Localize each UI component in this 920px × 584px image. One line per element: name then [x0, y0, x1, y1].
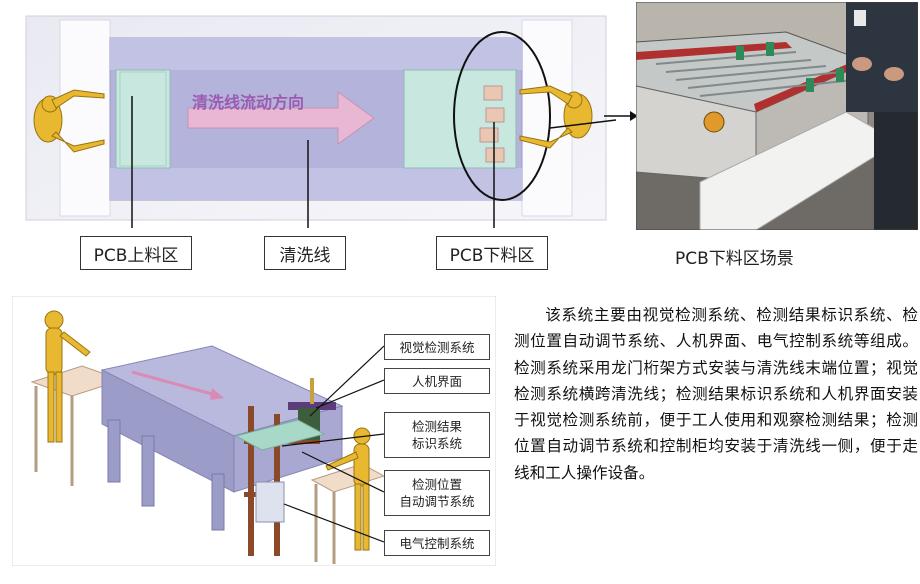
label-vision-system: 视觉检测系统: [384, 334, 490, 360]
worker-figure-left: [33, 89, 105, 153]
label-electrical-control: 电气控制系统: [384, 530, 490, 556]
callout-unloading-zone: PCB下料区: [436, 236, 548, 270]
callout-loading-zone: PCB上料区: [80, 236, 192, 270]
flow-label: 清洗线流动方向: [192, 93, 304, 112]
label-hmi: 人机界面: [384, 368, 490, 394]
cleaning-line-topview: 清洗线流动方向: [25, 15, 616, 228]
label-result-marking: 检测结果 标识系统: [384, 412, 490, 458]
label-position-adjust-line2: 自动调节系统: [399, 494, 475, 509]
description-paragraph: 该系统主要由视觉检测系统、检测结果标识系统、检测位置自动调节系统、人机界面、电气…: [514, 306, 918, 482]
flow-arrow: [187, 91, 375, 145]
callout-cleaning-line: 清洗线: [264, 236, 346, 270]
label-position-adjust: 检测位置 自动调节系统: [384, 470, 490, 516]
worker-figure-right: [519, 85, 593, 149]
label-position-adjust-line1: 检测位置: [411, 477, 462, 492]
photo-pointer-arrow: [604, 111, 638, 121]
unloading-scene-photo: [636, 2, 918, 230]
photo-caption: PCB下料区场景: [675, 249, 794, 269]
loading-zone: [115, 69, 171, 169]
label-result-marking-line2: 标识系统: [411, 436, 462, 451]
unloading-highlight: [453, 31, 551, 201]
worker-figure-left-3d: [44, 310, 91, 443]
label-result-marking-line1: 检测结果: [411, 419, 462, 434]
